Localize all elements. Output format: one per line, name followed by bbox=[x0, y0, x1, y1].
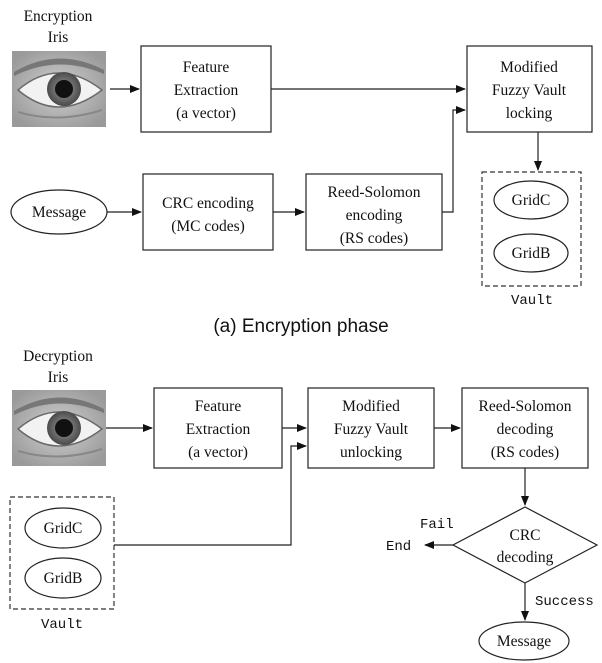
decryption-iris-image bbox=[12, 390, 106, 466]
encryption-vault-gridc bbox=[493, 180, 569, 220]
encryption-vault-gridc-label: GridC bbox=[512, 192, 551, 209]
decryption-feature-line2: Extraction bbox=[186, 421, 251, 438]
encryption-feature-line2: Extraction bbox=[174, 82, 239, 99]
decryption-iris-label-line1: Decryption bbox=[23, 348, 93, 365]
decryption-phase: Decryption Iris Feature Extraction (a ve… bbox=[9, 348, 599, 661]
rs-decoding-line3: (RS codes) bbox=[491, 444, 559, 461]
fuzzy-unlocking-line2: Fuzzy Vault bbox=[334, 421, 409, 438]
fuzzy-locking-line3: locking bbox=[506, 105, 553, 122]
success-label: Success bbox=[535, 594, 594, 610]
decryption-iris-label-line2: Iris bbox=[48, 369, 69, 386]
encryption-iris-label-line1: Encryption bbox=[24, 8, 93, 25]
decryption-feature-line1: Feature bbox=[195, 398, 242, 415]
fuzzy-locking-line1: Modified bbox=[500, 59, 558, 76]
encryption-vault-label: Vault bbox=[511, 293, 553, 309]
encryption-feature-extraction-box bbox=[140, 45, 272, 133]
fuzzy-vault-locking-box bbox=[466, 45, 593, 133]
decryption-vault-gridb bbox=[24, 557, 102, 599]
decryption-vault-label: Vault bbox=[41, 617, 83, 633]
decryption-vault-gridc bbox=[24, 507, 102, 549]
rs-decoding-box bbox=[461, 387, 589, 469]
decryption-message-label: Message bbox=[497, 633, 551, 650]
decryption-vault-container bbox=[9, 496, 115, 610]
fuzzy-vault-unlocking-box bbox=[307, 387, 435, 469]
rs-decoding-line1: Reed-Solomon bbox=[479, 398, 572, 415]
decryption-vault-gridc-label: GridC bbox=[44, 520, 83, 537]
rs-encoding-line1: Reed-Solomon bbox=[328, 184, 421, 201]
crc-decoding-line1: CRC bbox=[509, 527, 540, 544]
decryption-feature-line3: (a vector) bbox=[188, 444, 248, 461]
encryption-message-label: Message bbox=[32, 204, 86, 221]
crc-encoding-box bbox=[142, 173, 274, 251]
crc-encoding-line1: CRC encoding bbox=[162, 195, 254, 212]
crc-encoding-line2: (MC codes) bbox=[171, 218, 245, 235]
fail-label: Fail bbox=[420, 517, 454, 533]
fuzzy-locking-line2: Fuzzy Vault bbox=[492, 82, 567, 99]
arrow-rs-to-locking bbox=[442, 106, 466, 213]
crc-decoding-line2: decoding bbox=[497, 549, 554, 566]
encryption-phase: Encryption Iris Feature Extraction (a ve… bbox=[10, 8, 593, 337]
encryption-vault-container bbox=[481, 171, 582, 287]
encryption-vault-gridb-label: GridB bbox=[512, 245, 551, 262]
encryption-iris-image bbox=[12, 51, 106, 127]
end-label: End bbox=[386, 539, 411, 555]
rs-encoding-line2: encoding bbox=[346, 207, 403, 224]
fuzzy-unlocking-line1: Modified bbox=[342, 398, 400, 415]
rs-encoding-line3: (RS codes) bbox=[340, 230, 408, 247]
rs-encoding-box bbox=[305, 173, 443, 251]
fuzzy-unlocking-line3: unlocking bbox=[340, 444, 402, 461]
encryption-vault-gridb bbox=[493, 233, 569, 273]
encryption-phase-caption: (a) Encryption phase bbox=[213, 316, 388, 337]
encryption-iris-label-line2: Iris bbox=[48, 29, 69, 46]
rs-decoding-line2: decoding bbox=[497, 421, 554, 438]
decryption-message-ellipse bbox=[478, 621, 570, 661]
encryption-feature-line3: (a vector) bbox=[176, 105, 236, 122]
crc-decoding-diamond bbox=[451, 506, 599, 584]
encryption-feature-line1: Feature bbox=[183, 59, 230, 76]
arrow-vault-to-unlocking bbox=[114, 442, 307, 546]
decryption-vault-gridb-label: GridB bbox=[44, 570, 83, 587]
